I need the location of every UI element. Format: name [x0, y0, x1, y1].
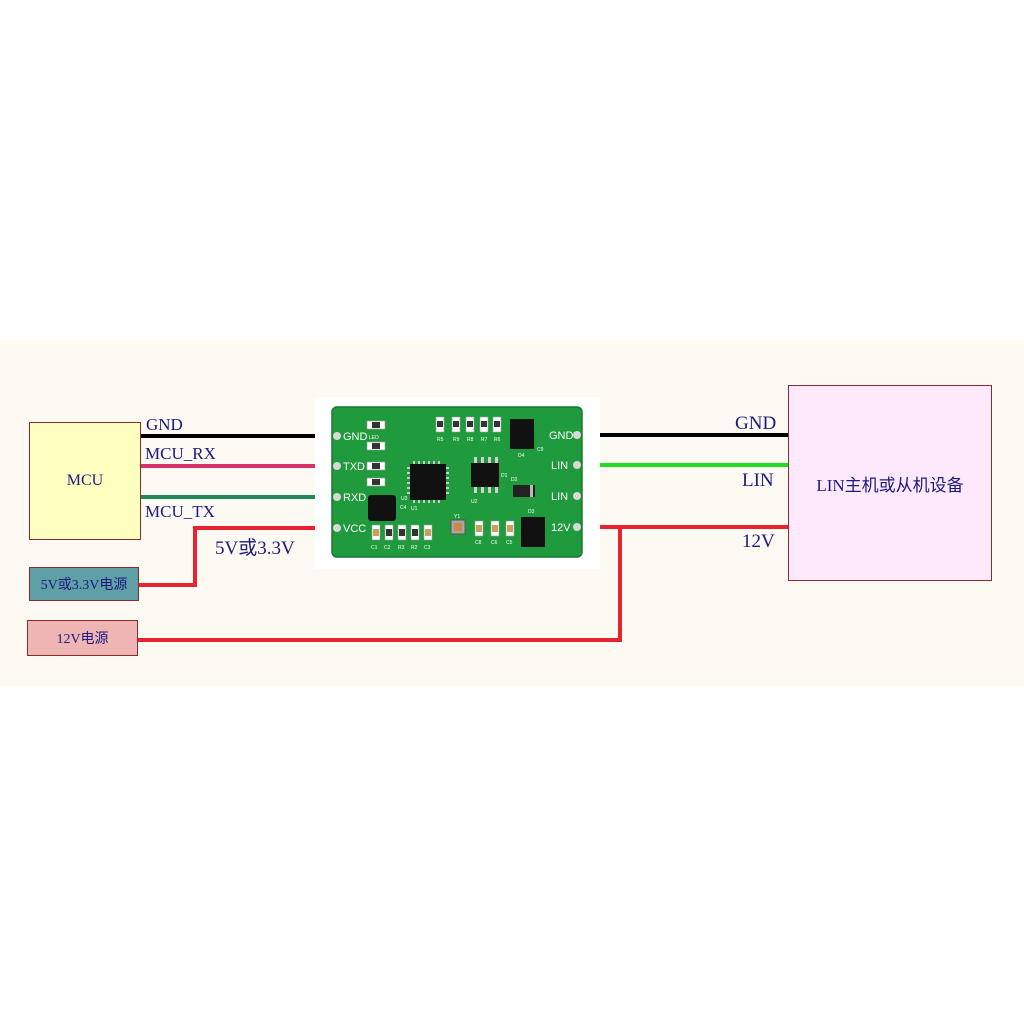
- silk-c6: C6: [491, 540, 498, 546]
- silk-r5: R5: [437, 437, 444, 443]
- power-12v-box: 12V电源: [27, 620, 138, 656]
- mcu-label: MCU: [66, 472, 104, 489]
- silk-r6: R6: [494, 437, 501, 443]
- silk-c3: C3: [424, 545, 431, 551]
- silk-d2: D2: [511, 477, 518, 483]
- power-5v-box: 5V或3.3V电源: [29, 567, 139, 601]
- silk-led: LED: [369, 435, 379, 441]
- pin-right-gnd: GND: [549, 430, 574, 442]
- pin-right-lin-2: LIN: [551, 491, 568, 503]
- left-pins: [333, 432, 341, 532]
- silk-d3: D3: [528, 509, 535, 515]
- silk-d1: D1: [501, 473, 508, 479]
- silk-y1: Y1: [454, 514, 460, 520]
- wire-vcc: [139, 526, 334, 587]
- label-vcc: 5V或3.3V: [215, 538, 295, 559]
- silk-c5: C5: [506, 540, 513, 546]
- lin-device-label: LIN主机或从机设备: [816, 475, 964, 495]
- regulator-right: [521, 517, 545, 547]
- chip-mcu: [410, 464, 446, 500]
- diode: [513, 485, 535, 497]
- silk-c2: C2: [384, 545, 391, 551]
- label-12v: 12V: [742, 531, 775, 552]
- silk-c4: C4: [400, 505, 407, 511]
- silk-d4: D4: [518, 453, 525, 459]
- right-pins: [573, 431, 581, 531]
- label-lin: LIN: [742, 470, 774, 491]
- label-mcu-tx: MCU_TX: [145, 502, 215, 521]
- regulator-left: [368, 495, 396, 521]
- power-12v-label: 12V电源: [56, 632, 109, 647]
- mcu-box: MCU: [29, 422, 141, 540]
- silk-r8: R8: [467, 437, 474, 443]
- silk-u1: U1: [411, 506, 418, 512]
- silk-r9: R9: [453, 437, 460, 443]
- silk-u3: U3: [401, 496, 408, 502]
- pin-left-gnd: GND: [343, 431, 368, 443]
- label-mcu-rx: MCU_RX: [145, 444, 216, 463]
- silk-r3: R3: [398, 545, 405, 551]
- pin-right-lin-1: LIN: [551, 460, 568, 472]
- silk-r2: R2: [411, 545, 418, 551]
- silk-r7: R7: [481, 437, 488, 443]
- pin-left-txd: TXD: [343, 461, 365, 473]
- pin-left-vcc: VCC: [343, 523, 366, 535]
- silk-c8: C8: [475, 540, 482, 546]
- label-gnd-left: GND: [146, 415, 183, 434]
- power-5v-label: 5V或3.3V电源: [40, 578, 128, 593]
- label-gnd-right: GND: [735, 413, 777, 434]
- pin-left-rxd: RXD: [343, 492, 366, 504]
- silk-c1: C1: [371, 545, 378, 551]
- chip-lin-transceiver: [471, 463, 499, 487]
- regulator-top: [510, 419, 534, 449]
- lin-module-board: GND TXD RXD VCC GND LIN LIN 12V: [315, 397, 600, 569]
- components: [366, 416, 545, 547]
- silk-u2: U2: [471, 499, 478, 505]
- pin-right-12v: 12V: [551, 522, 571, 534]
- silk-c9: C9: [537, 447, 544, 453]
- lin-device-box: LIN主机或从机设备: [788, 385, 992, 581]
- wire-12v-supply: [138, 527, 622, 642]
